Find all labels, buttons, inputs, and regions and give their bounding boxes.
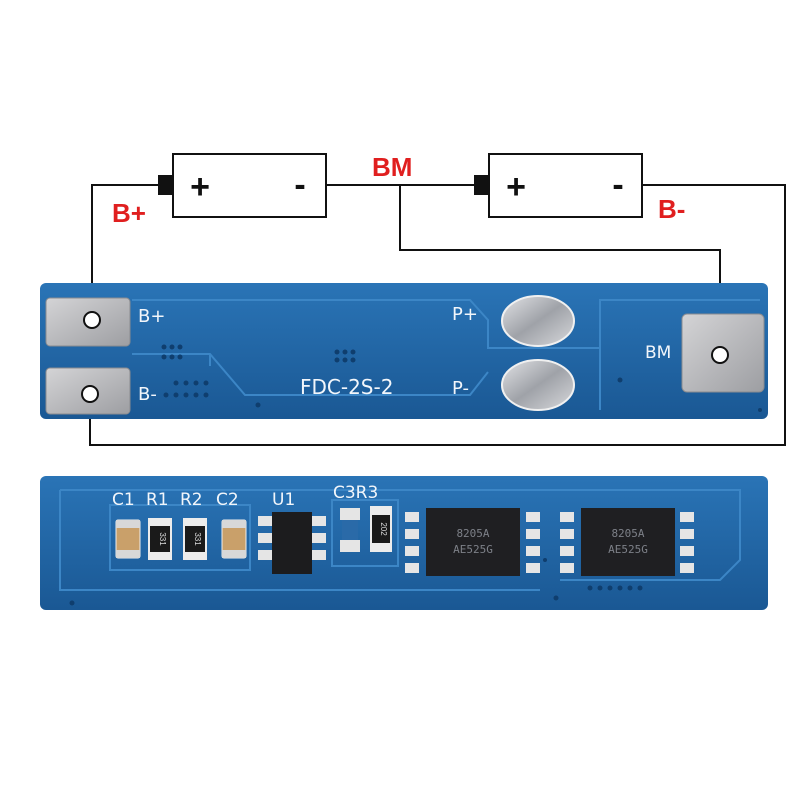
pcb-top-vias xyxy=(161,344,762,412)
mosfet-1: 8205A AE525G xyxy=(405,508,540,576)
ref-c1: C1 xyxy=(112,490,135,510)
ref-c2: C2 xyxy=(216,490,239,510)
mosfet-1-line2: AE525G xyxy=(453,543,493,556)
capacitor-c2 xyxy=(221,519,247,559)
connection-dot-b-minus xyxy=(81,385,99,403)
battery-1-terminal xyxy=(158,175,174,195)
connection-dot-b-plus xyxy=(83,311,101,329)
wire-b-minus xyxy=(89,184,786,446)
capacitor-c1 xyxy=(115,519,141,559)
pcb-bottom: C1 R1 R2 C2 U1 C3R3 331 331 xyxy=(40,476,768,610)
pcb-top: B+ B- P+ P- BM FDC-2S-2 xyxy=(40,283,768,419)
label-b-minus: B- xyxy=(658,194,685,224)
pad-p-minus xyxy=(501,359,575,411)
ic-u1 xyxy=(258,512,326,574)
battery-2-terminal xyxy=(474,175,490,195)
r3-code: 202 xyxy=(379,522,388,536)
silk-p-minus: P- xyxy=(452,378,469,399)
battery-cell-1: + - xyxy=(158,153,327,218)
ref-r2: R2 xyxy=(180,490,203,510)
resistor-r1: 331 xyxy=(148,518,172,560)
silk-p-plus: P+ xyxy=(452,304,478,325)
ref-c3r3: C3R3 xyxy=(333,483,378,503)
pcb-bottom-traces xyxy=(59,489,741,591)
silk-b-plus: B+ xyxy=(138,306,165,327)
model-label: FDC-2S-2 xyxy=(300,375,393,399)
battery-cell-2: + - xyxy=(474,153,643,218)
silk-b-minus: B- xyxy=(138,384,157,405)
pcb-bottom-vias xyxy=(69,558,643,606)
wire-b-plus xyxy=(91,184,160,320)
mosfet-1-line1: 8205A xyxy=(456,527,489,540)
capacitor-c3 xyxy=(340,508,360,552)
battery-2-body xyxy=(488,153,643,218)
battery-1-minus: - xyxy=(294,166,305,204)
battery-1-plus: + xyxy=(190,168,210,206)
resistor-r3: 202 xyxy=(370,506,392,552)
resistor-r2: 331 xyxy=(183,518,207,560)
label-bm: BM xyxy=(372,152,412,182)
wiring xyxy=(89,184,786,446)
mosfet-2: 8205A AE525G xyxy=(560,508,694,576)
r1-code: 331 xyxy=(158,532,167,546)
battery-2-plus: + xyxy=(506,168,526,206)
silk-bm: BM xyxy=(645,343,671,363)
pcb-top-board xyxy=(40,283,768,419)
mosfet-2-line2: AE525G xyxy=(608,543,648,556)
connection-dot-bm xyxy=(711,346,729,364)
label-b-plus: B+ xyxy=(112,198,146,228)
r2-code: 331 xyxy=(193,532,202,546)
pad-p-plus xyxy=(501,295,575,347)
pcb-top-traces xyxy=(132,299,760,410)
ref-u1: U1 xyxy=(272,490,295,510)
ref-r1: R1 xyxy=(146,490,169,510)
battery-2-minus: - xyxy=(612,166,623,204)
battery-1-body xyxy=(172,153,327,218)
mosfet-2-line1: 8205A xyxy=(611,527,644,540)
